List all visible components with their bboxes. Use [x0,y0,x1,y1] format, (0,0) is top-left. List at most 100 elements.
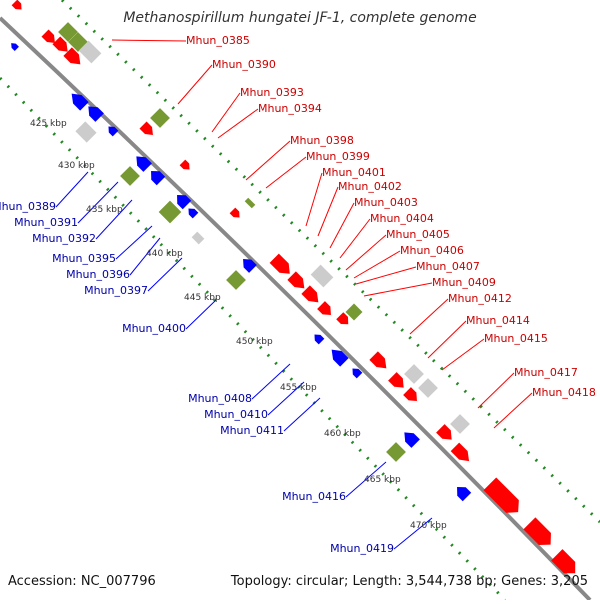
forward-gene-label[interactable]: Mhun_0414 [466,314,530,327]
gene-shape [388,372,404,388]
leader-line [77,181,119,224]
pseudo-gene-feature[interactable] [120,166,140,186]
reverse-gene-feature[interactable] [327,345,349,367]
reverse-gene-feature[interactable] [312,332,325,345]
forward-gene-label[interactable]: Mhun_0393 [240,86,304,99]
forward-gene-feature[interactable] [11,0,25,12]
gene-shape [317,301,331,315]
reverse-gene-feature[interactable] [400,428,420,448]
forward-gene-feature[interactable] [301,285,322,306]
forward-gene-feature[interactable] [179,159,193,173]
forward-gene-label[interactable]: Mhun_0399 [306,150,370,163]
forward-gene-feature[interactable] [369,351,390,372]
forward-gene-feature[interactable] [269,253,295,279]
rna-gene-feature[interactable] [404,364,424,384]
forward-gene-feature[interactable] [551,549,581,579]
gene-shape [450,414,470,434]
forward-gene-label[interactable]: Mhun_0385 [186,34,250,47]
reverse-gene-label[interactable]: Mhun_0408 [188,392,252,405]
leader-line [177,64,213,105]
reverse-gene-label[interactable]: Mhun_0400 [122,322,186,335]
reverse-strand-guide [0,76,507,602]
reverse-gene-feature[interactable] [239,255,257,273]
forward-gene-label[interactable]: Mhun_0406 [400,244,464,257]
forward-gene-label[interactable]: Mhun_0407 [416,260,480,273]
pseudo-gene-feature[interactable] [345,303,363,321]
forward-gene-feature[interactable] [483,477,524,518]
rna-gene-feature[interactable] [310,264,334,288]
leader-line [393,517,433,550]
forward-gene-label[interactable]: Mhun_0404 [370,212,434,225]
forward-gene-label[interactable]: Mhun_0405 [386,228,450,241]
reverse-gene-label[interactable]: Mhun_0391 [14,216,78,229]
reverse-gene-label[interactable]: Mhun_0396 [66,268,130,281]
leader-line [355,266,417,285]
reverse-gene-feature[interactable] [453,483,472,502]
rna-gene-feature[interactable] [191,231,205,245]
pseudo-gene-feature[interactable] [386,442,406,462]
forward-gene-feature[interactable] [403,387,421,405]
forward-gene-label[interactable]: Mhun_0418 [532,386,596,399]
forward-gene-label[interactable]: Mhun_0398 [290,134,354,147]
forward-gene-feature[interactable] [52,36,71,55]
forward-gene-label[interactable]: Mhun_0415 [484,332,548,345]
reverse-gene-label[interactable]: Mhun_0410 [204,408,268,421]
forward-gene-feature[interactable] [317,301,335,319]
forward-gene-label[interactable]: Mhun_0394 [258,102,322,115]
forward-gene-label[interactable]: Mhun_0409 [432,276,496,289]
pseudo-gene-feature[interactable] [150,108,170,128]
reverse-gene-label[interactable]: Mhun_0389 [0,200,56,213]
reverse-gene-label[interactable]: Mhun_0411 [220,424,284,437]
forward-gene-feature[interactable] [41,29,59,47]
rna-gene-feature[interactable] [75,121,97,143]
reverse-gene-feature[interactable] [350,366,363,379]
forward-gene-feature[interactable] [229,207,243,221]
leader-line [345,234,387,271]
reverse-gene-feature[interactable] [84,102,104,122]
gene-shape [41,29,55,43]
gene-shape [75,121,97,143]
tick-label: 465 kbp [364,475,401,485]
rna-gene-feature[interactable] [418,378,438,398]
forward-gene-feature[interactable] [287,271,308,292]
reverse-gene-feature[interactable] [132,152,152,172]
forward-gene-feature[interactable] [523,517,556,550]
tick-label: 460 kbp [324,429,361,439]
reverse-gene-label[interactable]: Mhun_0395 [52,252,116,265]
pseudo-gene-feature[interactable] [244,197,256,209]
reverse-gene-feature[interactable] [9,41,19,51]
reverse-gene-label[interactable]: Mhun_0419 [330,542,394,555]
forward-gene-label[interactable]: Mhun_0402 [338,180,402,193]
forward-gene-label[interactable]: Mhun_0417 [514,366,578,379]
forward-strand-guide [60,0,600,524]
forward-gene-label[interactable]: Mhun_0401 [322,166,386,179]
reverse-gene-label[interactable]: Mhun_0392 [32,232,96,245]
forward-gene-feature[interactable] [450,442,474,466]
reverse-gene-feature[interactable] [173,191,192,210]
backbone-line [0,16,592,602]
forward-gene-feature[interactable] [388,372,408,392]
leader-line [55,171,89,208]
rna-gene-feature[interactable] [450,414,470,434]
reverse-gene-feature[interactable] [186,206,199,219]
forward-gene-label[interactable]: Mhun_0390 [212,58,276,71]
forward-gene-label[interactable]: Mhun_0412 [448,292,512,305]
rna-gene-feature[interactable] [78,40,102,64]
reverse-gene-label[interactable]: Mhun_0416 [282,490,346,503]
reverse-gene-feature[interactable] [147,167,166,186]
forward-gene-label[interactable]: Mhun_0403 [354,196,418,209]
leader-line [427,320,467,359]
leader-line [95,199,133,240]
forward-gene-feature[interactable] [436,424,456,444]
forward-gene-feature[interactable] [336,312,352,328]
gene-shape [450,442,470,462]
label-leaders [55,39,533,550]
pseudo-gene-feature[interactable] [226,270,246,290]
gene-shape [404,364,424,384]
forward-gene-feature[interactable] [139,121,157,139]
gene-shape [287,271,305,289]
reverse-gene-feature[interactable] [106,124,119,137]
leader-line [353,250,401,279]
reverse-gene-label[interactable]: Mhun_0397 [84,284,148,297]
